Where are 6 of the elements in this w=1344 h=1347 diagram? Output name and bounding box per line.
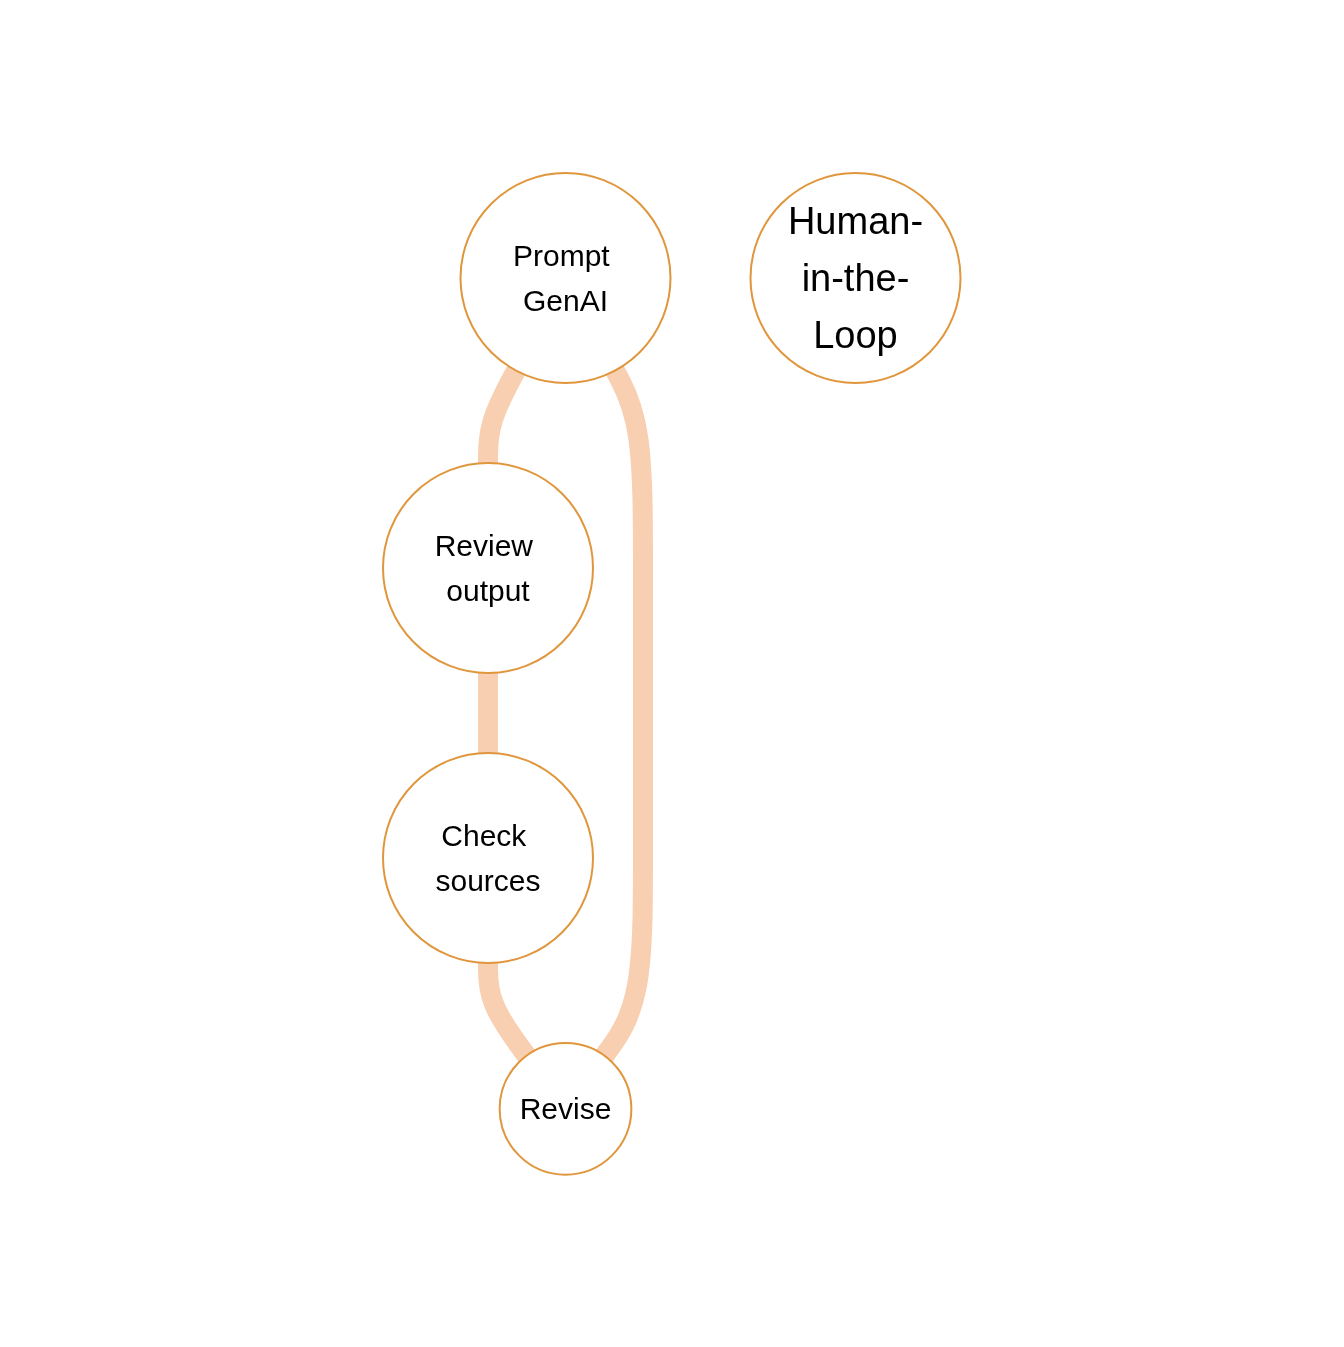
node-circle: Revise: [498, 1041, 633, 1176]
node-circle: Check sources: [382, 751, 595, 964]
connector: [596, 365, 654, 1062]
node-circle: Review output: [382, 461, 595, 674]
node-circle: Human-in-the-Loop: [749, 171, 962, 384]
node-circle: Prompt GenAI: [459, 171, 672, 384]
